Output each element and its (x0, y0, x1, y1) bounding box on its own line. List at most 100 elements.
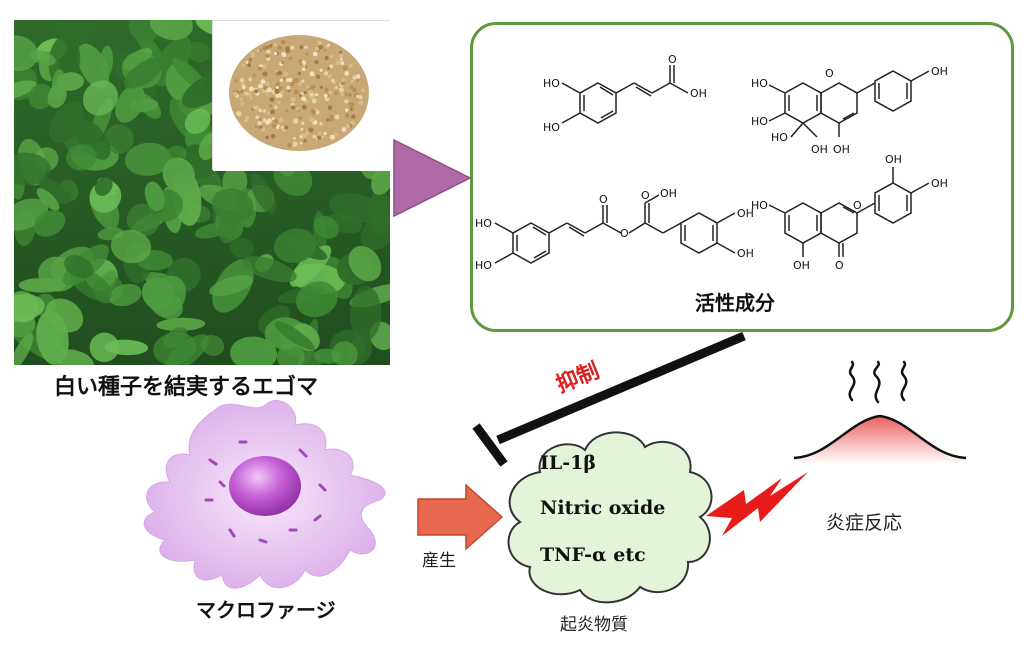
seed (349, 85, 354, 90)
seed (350, 79, 354, 83)
seed (290, 81, 295, 87)
seed (299, 94, 302, 97)
lightning-bolt-icon (706, 472, 808, 536)
leaf (49, 101, 85, 144)
seed (355, 94, 360, 98)
leaf (360, 216, 390, 251)
seed (351, 114, 356, 119)
leaf (295, 281, 338, 318)
caffeic-o: O (668, 53, 677, 66)
leaf (274, 228, 317, 264)
leaf (99, 45, 114, 79)
leaf (144, 181, 165, 212)
leaf (166, 145, 187, 163)
seed (335, 133, 339, 137)
seed (287, 89, 291, 93)
seed (274, 105, 278, 110)
seed (339, 87, 344, 93)
seed (347, 92, 353, 97)
seed (273, 43, 277, 47)
seed (327, 105, 333, 111)
lut-ho-a: HO (751, 199, 768, 212)
seed (271, 123, 277, 129)
seed (293, 136, 296, 140)
leaf (274, 321, 315, 351)
caffeic-ho-1: HO (543, 77, 560, 90)
leaf (36, 188, 60, 211)
macrophage-cell (143, 400, 386, 589)
seed (323, 93, 328, 98)
leaf (242, 256, 297, 283)
seed (268, 104, 273, 108)
seed (340, 61, 345, 65)
seed (270, 109, 275, 115)
seed (356, 74, 360, 78)
leaf (14, 332, 34, 365)
seed (305, 52, 309, 56)
leaf (250, 173, 277, 214)
leaf (55, 349, 94, 365)
leaf (124, 56, 165, 89)
seed (254, 125, 258, 128)
seed (318, 44, 324, 50)
seed (249, 96, 253, 100)
flavone1-o: O (825, 67, 834, 80)
seed (333, 90, 339, 96)
seed (280, 91, 284, 95)
leaf (313, 215, 339, 239)
rosm-ho-a: HO (475, 217, 492, 230)
leaf (18, 278, 66, 293)
leaf (89, 332, 120, 363)
seed (264, 81, 270, 86)
seed (316, 74, 321, 79)
leaf (230, 336, 278, 365)
seed (312, 135, 316, 139)
seed (329, 134, 335, 140)
caffeic-acid-structure (561, 65, 689, 124)
seed (339, 57, 343, 62)
seed (284, 125, 289, 130)
seed (334, 114, 340, 120)
seed (240, 81, 245, 86)
leaf (74, 118, 111, 160)
leaf (184, 108, 211, 134)
seed (239, 97, 243, 101)
seed (350, 107, 353, 111)
leaf (108, 283, 142, 307)
leaf (28, 83, 54, 110)
flavone1-ho-c: HO (771, 131, 788, 144)
seed (345, 113, 350, 118)
seed (260, 79, 266, 84)
seed (265, 89, 269, 93)
mediators-label: 起炎物質 (560, 615, 628, 635)
seed (324, 71, 329, 76)
seed (310, 85, 315, 90)
seed (358, 95, 363, 100)
lut-oh-c: OH (885, 153, 902, 166)
flavone1-oh-e: OH (833, 143, 850, 156)
flavone1-ho-a: HO (751, 77, 768, 90)
seed (287, 142, 292, 148)
seed (324, 87, 329, 93)
seed (323, 132, 327, 135)
caffeic-ho-2: HO (543, 121, 560, 134)
seed (269, 97, 275, 102)
seed (265, 53, 270, 59)
active-compounds-panel: HO HO OH O O HO HO HO OH OH OH HO HO O O… (470, 22, 1014, 332)
lut-oh-b: OH (793, 259, 810, 272)
seed (293, 77, 299, 83)
seed (262, 45, 268, 51)
seed (311, 109, 316, 115)
seed (273, 119, 279, 124)
seed (256, 48, 260, 53)
seed (335, 60, 341, 66)
seed (321, 135, 325, 139)
seed (327, 66, 331, 70)
seed (279, 78, 283, 82)
seed (304, 130, 310, 136)
leaf (156, 317, 206, 332)
leaf (371, 163, 390, 195)
seed (329, 54, 333, 59)
seed (248, 86, 254, 92)
seed (248, 60, 252, 64)
